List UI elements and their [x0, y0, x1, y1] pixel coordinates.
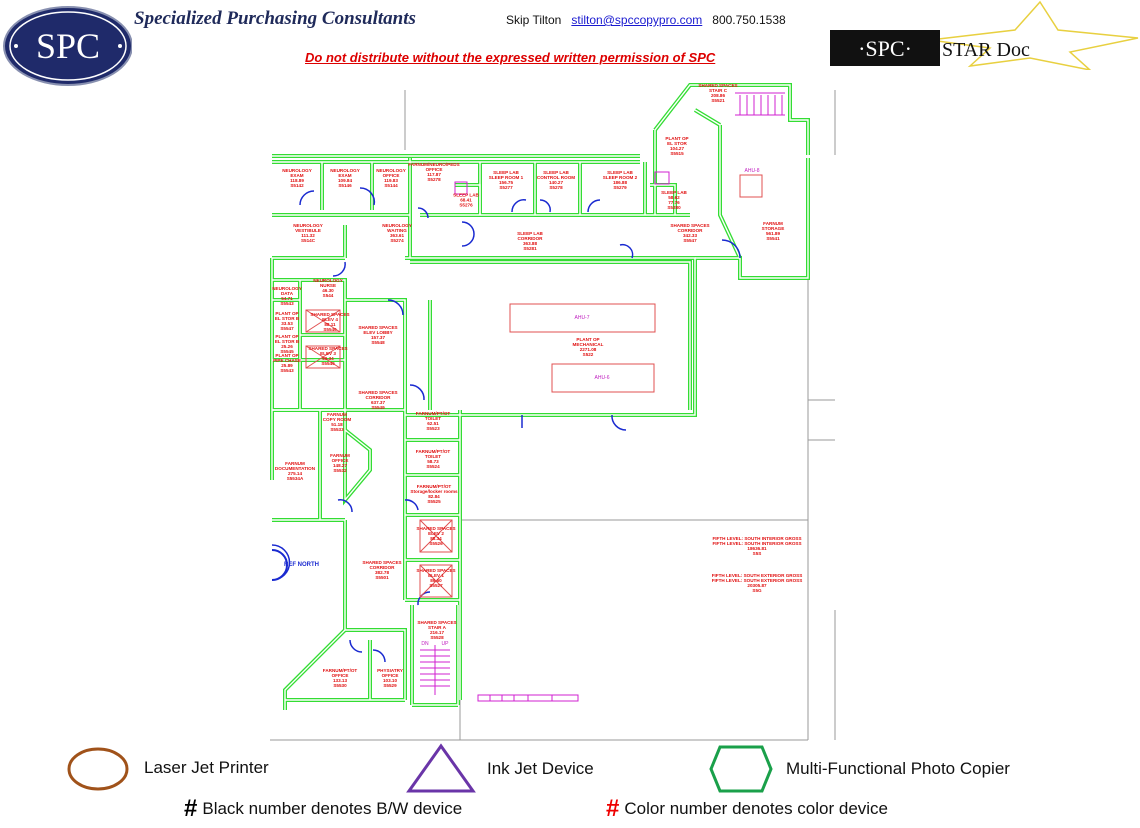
room-label: SHARED SPACES STAIR C 208.86 S5521: [698, 83, 738, 103]
room-label: SLEEP LAB 58.62 77.76 S5280: [661, 190, 687, 210]
room-label: SHARED SPACES ELEV 2 88.34 S5526: [416, 526, 456, 546]
room-label: FARNUM/PT/OT OFFICE 133.13 S5530: [322, 668, 358, 688]
room-label: SLEEP LAB SLEEP ROOM 1 156.75 S5277: [488, 170, 524, 190]
room-label: NEUROLOGY NURSE 46.30 S544: [313, 278, 343, 298]
bw-note: #Black number denotes B/W device: [184, 795, 462, 823]
distribution-warning: Do not distribute without the expressed …: [305, 50, 716, 65]
svg-text:·SPC·: ·SPC·: [858, 36, 912, 61]
ahu-label: AHU-7: [574, 315, 590, 321]
color-note: #Color number denotes color device: [606, 795, 888, 823]
room-label: FARNUM/PT/OT Storage/locker rooms 82.84 …: [410, 484, 458, 504]
mfp-legend-icon: [709, 745, 773, 793]
room-label: FARNUM STORAGE 561.89 S5541: [761, 221, 785, 241]
elevators: [305, 309, 453, 598]
room-label: SLEEP LAB CORRIDOR 363.88 S5281: [517, 231, 543, 251]
room-label: FARNUM/NEURO/PEDS OFFICE 117.87 S5278: [408, 162, 460, 182]
room-label: FIFTH LEVEL: SOUTH EXTERIOR GROSS FIFTH …: [711, 573, 803, 593]
room-label: NEUROLOGY VESTIBULE 111.32 S514C: [293, 223, 323, 243]
room-label: PHYSIATRY OFFICE 103.10 S5529: [377, 668, 403, 688]
svg-text:STAR Doc: STAR Doc: [942, 39, 1030, 61]
room-label: FARNUM/PT/OT TOILET 58.73 S5524: [415, 449, 451, 469]
ahu-label: AHU-6: [594, 375, 610, 381]
star-doc-logo: ·SPC· STAR Doc: [830, 0, 1139, 70]
contact-info: Skip Tilton stilton@spccopypro.com 800.750…: [506, 13, 786, 27]
company-name: Specialized Purchasing Consultants: [134, 8, 416, 29]
black-hash-icon: #: [184, 795, 198, 822]
room-label: SHARED SPACES CORRIDOR 342.33 S5547: [670, 223, 710, 243]
room-label: PLANT OP MECHANICAL 2271.08 S522: [572, 337, 604, 357]
stair-up-label: UP: [441, 641, 449, 647]
room-label: SHARED SPACES ELEV 4 88.11 S5546: [310, 312, 350, 332]
room-label: FARNUM OFFICE 148.27 S5532: [330, 453, 350, 473]
room-label: PLANT OP EL STOR B 33.53 S5547: [274, 311, 300, 331]
room-label: NEUROLOGY DATA 54.71 S5543: [272, 286, 302, 306]
inkjet-legend-icon: [406, 743, 476, 793]
stairs: [420, 92, 785, 695]
room-label: SHARED SPACES CORRIDOR 637.37 S5549: [358, 390, 398, 410]
red-hash-icon: #: [606, 795, 620, 822]
phone: 800.750.1538: [712, 13, 786, 27]
legend-inkjet-label: Ink Jet Device: [487, 759, 594, 778]
room-label: FARNUM DOCUMENTATION 275.14 S5534A: [274, 461, 316, 481]
room-label: FIFTH LEVEL: SOUTH INTERIOR GROSS FIFTH …: [712, 536, 802, 556]
room-label: SHARED SPACES ELEV 3 89.34 S5549: [308, 346, 348, 366]
room-label: NEUROLOGY WAITING 363.61 S5274: [382, 223, 412, 243]
laser-printer-legend-icon: [67, 747, 129, 791]
scale-bar: [477, 694, 579, 702]
email-link[interactable]: stilton@spccopypro.com: [571, 13, 703, 27]
room-label: PLANT OP EL STOR B 25.26 S5545: [274, 334, 300, 354]
room-label: FARNUM/PT/OT TOILET 62.51 S5523: [415, 411, 451, 431]
north-arrow: [271, 549, 288, 581]
stair-down-label: DN: [421, 641, 429, 647]
room-label: PLANT OP PIPE CHASE 25.89 S5543: [273, 353, 301, 373]
room-label: SLEEP LAB CONTROL ROOM 140.27 S5278: [536, 170, 576, 190]
room-label: NEUROLOGY EXAM 109.84 S5146: [330, 168, 360, 188]
spc-logo: SPC: [3, 6, 132, 86]
room-label: SLEEP LAB 68.41 S5276: [453, 192, 479, 208]
bw-note-text: Black number denotes B/W device: [202, 799, 463, 818]
room-label: SHARED SPACES ELEV 1 89.60 S5527: [416, 568, 456, 588]
contact-name: Skip Tilton: [506, 13, 562, 27]
room-label: FARNUM COPY ROOM 51.18 S5533: [322, 412, 352, 432]
room-label: SHARED SPACES CORRIDOR 382.78 S5501: [362, 560, 402, 580]
room-label: NEUROLOGY EXAM 118.89 S5142: [282, 168, 312, 188]
color-note-text: Color number denotes color device: [624, 799, 889, 818]
doors: [271, 187, 741, 663]
room-label: SLEEP LAB SLEEP ROOM 2 186.88 S5279: [602, 170, 638, 190]
room-label: SHARED SPACES STAIR A 216.17 S5528: [417, 620, 457, 640]
legend-mfp-label: Multi-Functional Photo Copier: [786, 759, 1010, 778]
mechanical-units: [509, 174, 763, 393]
legend-laser-label: Laser Jet Printer: [144, 758, 269, 777]
svg-text:SPC: SPC: [36, 26, 100, 66]
room-label: NEUROLOGY OFFICE 119.83 S5144: [376, 168, 406, 188]
ref-north-label: REF NORTH: [284, 562, 319, 568]
room-label: SHARED SPACES ELEV LOBBY 157.37 S5548: [358, 325, 398, 345]
room-label: PLANT OP EL STOR 104.27 S5515: [665, 136, 689, 156]
ahu-label: AHU-8: [744, 168, 760, 174]
